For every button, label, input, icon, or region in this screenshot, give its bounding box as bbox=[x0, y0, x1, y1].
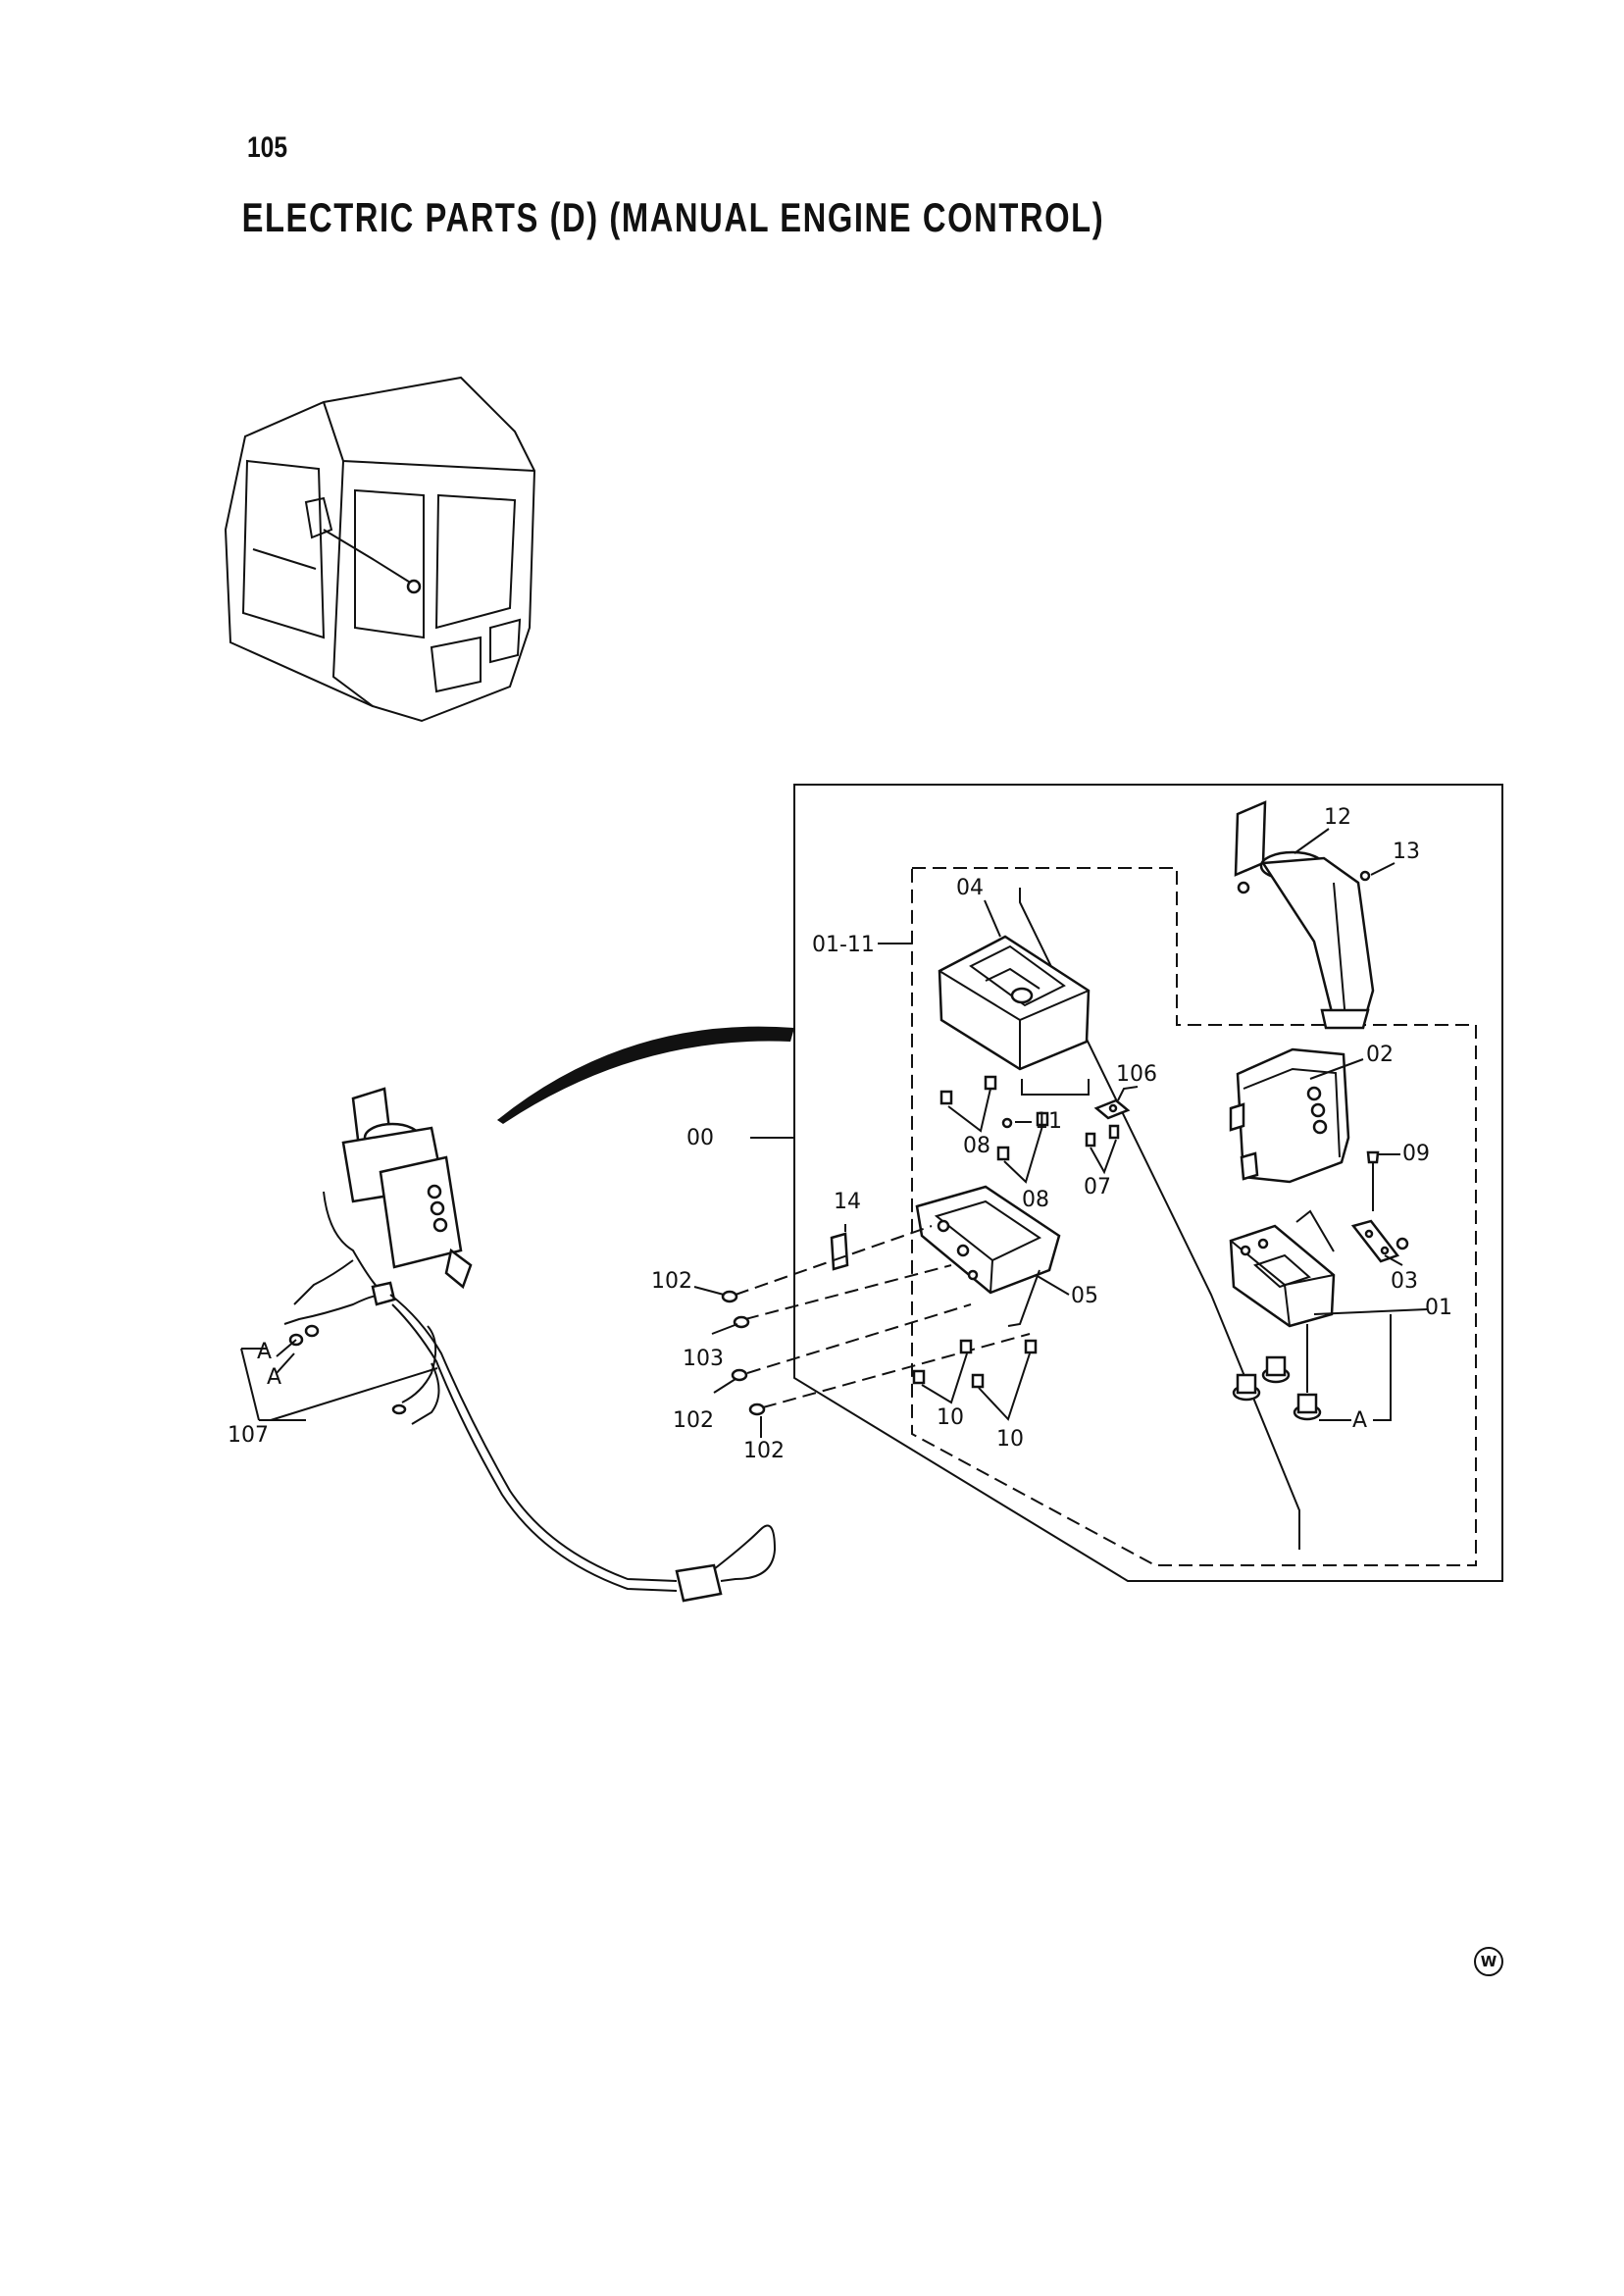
callout-102-1: 102 bbox=[651, 1269, 692, 1294]
callout-12: 12 bbox=[1324, 805, 1351, 830]
part-10-screws bbox=[912, 1339, 1038, 1389]
callout-13: 13 bbox=[1393, 840, 1420, 864]
watermark-w-icon: W bbox=[1474, 1947, 1503, 1976]
part-01-base bbox=[1229, 1224, 1336, 1328]
part-04-housing bbox=[938, 935, 1091, 1096]
callout-09: 09 bbox=[1402, 1142, 1430, 1166]
callout-05: 05 bbox=[1071, 1284, 1098, 1308]
callout-A-3: A bbox=[1352, 1408, 1367, 1433]
part-09-screw bbox=[1366, 1150, 1380, 1211]
page-title: ELECTRIC PARTS (D) (MANUAL ENGINE CONTRO… bbox=[0, 194, 1346, 241]
part-05-bracket bbox=[915, 1185, 1061, 1327]
part-03-bracket bbox=[1350, 1219, 1409, 1263]
callout-00: 00 bbox=[686, 1126, 714, 1150]
part-08-screws bbox=[939, 1075, 1049, 1161]
part-11-screw bbox=[1001, 1117, 1013, 1129]
kit-boundary bbox=[911, 867, 1477, 1566]
detail-frame bbox=[793, 784, 1503, 1582]
harness-assembly bbox=[283, 1087, 777, 1603]
callout-102-3: 102 bbox=[743, 1439, 785, 1463]
callout-10-2: 10 bbox=[996, 1427, 1024, 1452]
part-02-panel bbox=[1229, 1047, 1350, 1184]
callout-10-1: 10 bbox=[937, 1405, 964, 1430]
callout-04: 04 bbox=[956, 876, 984, 900]
part-106-clip bbox=[1093, 1098, 1131, 1120]
callout-14: 14 bbox=[834, 1190, 861, 1214]
page-number: 105 bbox=[247, 131, 288, 164]
swoosh-connector bbox=[497, 1026, 794, 1124]
callout-01-11: 01-11 bbox=[812, 933, 875, 957]
callout-02: 02 bbox=[1366, 1043, 1394, 1067]
part-13-screw bbox=[1359, 870, 1371, 882]
page-title-text: ELECTRIC PARTS (D) (MANUAL ENGINE CONTRO… bbox=[241, 194, 1105, 240]
callout-107: 107 bbox=[228, 1423, 269, 1448]
callout-102-2: 102 bbox=[673, 1408, 714, 1433]
callout-11: 11 bbox=[1035, 1109, 1062, 1134]
callout-07: 07 bbox=[1084, 1175, 1111, 1199]
part-07-screws bbox=[1085, 1124, 1120, 1148]
part-12-lever bbox=[1234, 800, 1375, 1030]
callout-08-1: 08 bbox=[963, 1134, 990, 1158]
callout-106: 106 bbox=[1116, 1062, 1157, 1087]
harness-callouts bbox=[240, 1339, 438, 1421]
callout-03: 03 bbox=[1391, 1269, 1418, 1294]
cab-illustration bbox=[224, 376, 536, 723]
part-102-103-screws bbox=[721, 1290, 766, 1416]
callout-08-2: 08 bbox=[1022, 1188, 1049, 1212]
part-14-tab bbox=[830, 1232, 849, 1271]
callout-01: 01 bbox=[1425, 1296, 1452, 1320]
callout-103: 103 bbox=[683, 1347, 724, 1371]
callout-A-2: A bbox=[267, 1365, 281, 1390]
callout-A-1: A bbox=[257, 1340, 272, 1364]
knobs bbox=[1232, 1324, 1322, 1421]
